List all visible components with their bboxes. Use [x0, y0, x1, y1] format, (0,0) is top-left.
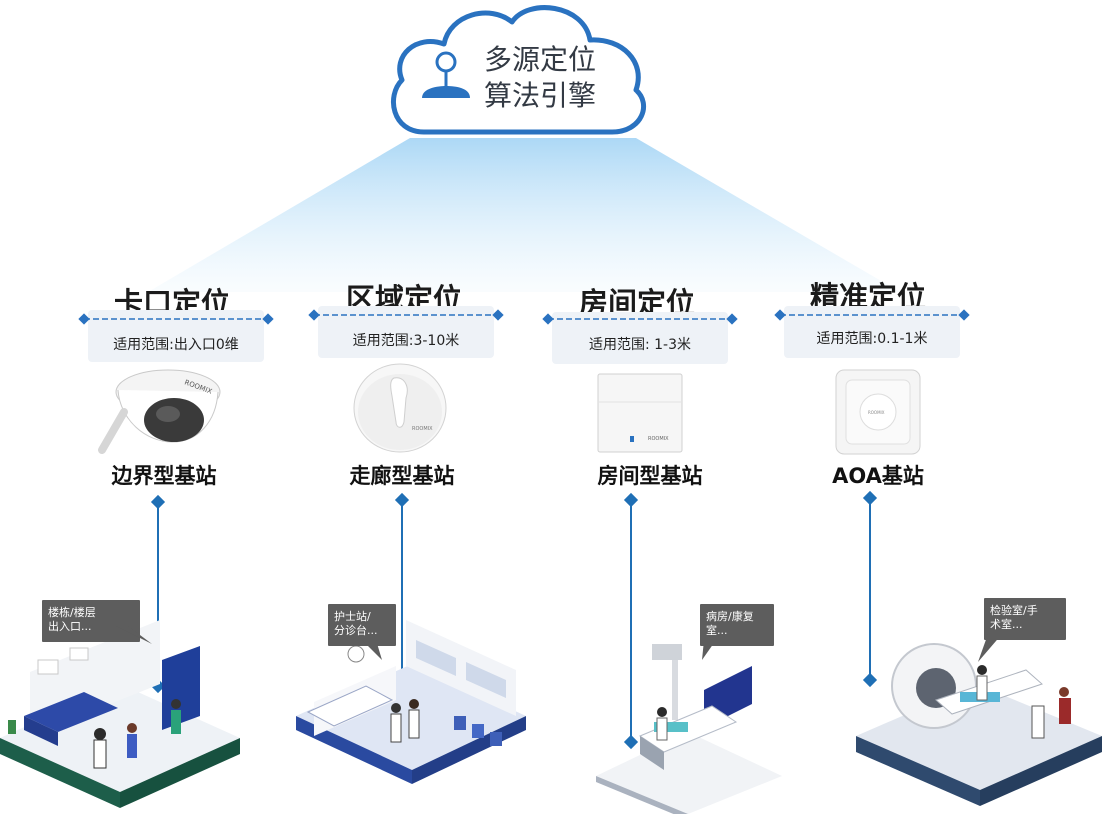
scene-label-3: 病房/康复 室... — [700, 604, 774, 646]
station-name-4: AOA基站 — [832, 464, 924, 488]
station-name-1: 边界型基站 — [111, 464, 217, 488]
svg-text:ROOMIX: ROOMIX — [648, 436, 669, 442]
range-text-4: 适用范围:0.1-1米 — [816, 331, 928, 347]
aoa-device: ROOMIX — [835, 369, 921, 455]
square-room-device: ROOMIX — [597, 373, 683, 453]
scene-exam-room — [856, 643, 1102, 806]
svg-text:ROOMIX: ROOMIX — [412, 426, 433, 432]
round-beacon-device: ROOMIX — [353, 363, 447, 453]
scene-label-2: 护士站/ 分诊台... — [328, 604, 396, 646]
cloud-shape — [391, 5, 647, 135]
engine-title-line1: 多源定位 — [484, 43, 597, 76]
dome-camera-device: ROOMIX — [98, 369, 221, 454]
scene-entrance-lobby — [0, 620, 240, 808]
bubble-tail-2 — [362, 640, 382, 660]
range-text-2: 适用范围:3-10米 — [352, 333, 460, 349]
range-text-3: 适用范围: 1-3米 — [588, 337, 692, 353]
scene-label-4: 检验室/手 术室... — [984, 598, 1066, 640]
station-name-2: 走廊型基站 — [349, 464, 455, 488]
range-divider-1 — [78, 313, 274, 325]
bubble-tail-1 — [116, 626, 152, 644]
bubble-tail-3 — [702, 640, 716, 660]
scene-ward-room — [596, 644, 782, 814]
engine-title: 多源定位 算法引擎 — [484, 42, 596, 114]
scene-label-1: 楼栋/楼层 出入口... — [42, 600, 140, 642]
station-name-3: 房间型基站 — [597, 464, 703, 488]
range-box-3 — [552, 312, 728, 364]
location-pin-icon — [422, 51, 470, 98]
range-divider-4 — [774, 309, 970, 321]
bubble-tail-4 — [978, 634, 1002, 662]
svg-text:ROOMIX: ROOMIX — [868, 410, 885, 415]
scene-nurse-station — [296, 620, 526, 784]
engine-title-line2: 算法引擎 — [484, 79, 597, 112]
range-divider-3 — [542, 313, 738, 325]
range-text-1: 适用范围:出入口0维 — [113, 337, 239, 353]
range-divider-2 — [308, 309, 504, 321]
